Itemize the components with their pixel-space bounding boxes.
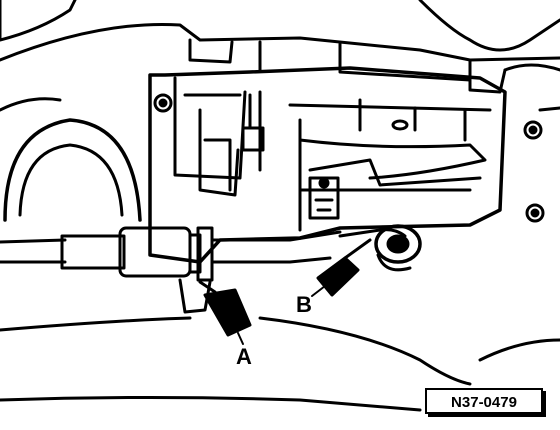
callout-b: B <box>296 292 312 317</box>
figure-reference-code: N37-0479 <box>425 388 543 414</box>
selector-housing <box>148 66 507 264</box>
cable-end-socket <box>338 224 422 272</box>
housing-bolts <box>153 93 545 223</box>
tool-a <box>198 280 252 337</box>
callout-a: A <box>236 344 252 369</box>
tool-b <box>316 238 372 297</box>
background-contours <box>0 0 560 412</box>
shift-cable <box>0 226 342 314</box>
callout-leaders <box>237 285 326 345</box>
